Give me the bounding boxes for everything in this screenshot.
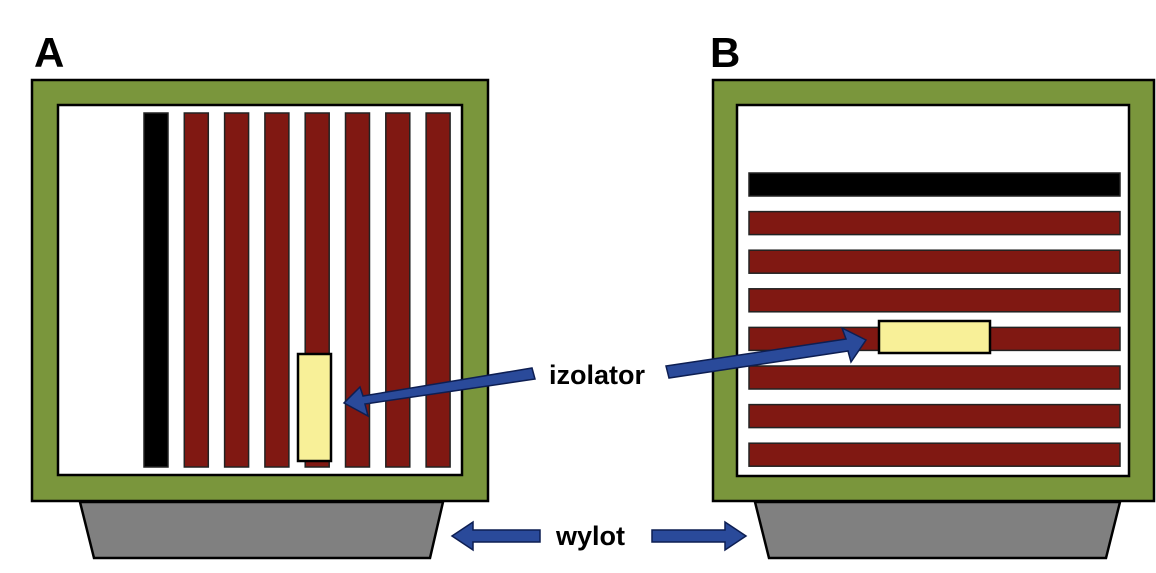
sheet-a	[385, 112, 411, 468]
insulator-label: izolator	[549, 360, 645, 390]
arrow-insulator-left	[342, 367, 536, 418]
outlet-a	[78, 500, 445, 560]
arrow-outlet-right	[651, 520, 748, 552]
panel-b	[711, 78, 1156, 560]
sheet-b	[748, 365, 1121, 390]
panel-a	[30, 78, 490, 560]
black-sheet-b	[748, 172, 1121, 197]
sheet-a	[264, 112, 290, 468]
outlet-label: wylot	[555, 521, 625, 551]
arrow-outlet-left	[450, 520, 541, 552]
panel-label-a: A	[34, 29, 64, 76]
sheet-b	[748, 249, 1121, 274]
sheet-b	[748, 403, 1121, 429]
sheet-b	[748, 442, 1121, 467]
outlet-b	[753, 500, 1122, 560]
sheet-a	[183, 112, 210, 468]
sheet-a	[425, 112, 451, 468]
insulator-a	[296, 352, 333, 463]
sheet-a	[223, 112, 250, 468]
sheet-b	[748, 210, 1121, 236]
insulator-b	[877, 319, 992, 355]
black-sheet-a	[143, 112, 169, 468]
sheet-b	[748, 288, 1121, 313]
arrow-insulator-right	[665, 326, 868, 379]
panel-label-b: B	[710, 29, 740, 76]
